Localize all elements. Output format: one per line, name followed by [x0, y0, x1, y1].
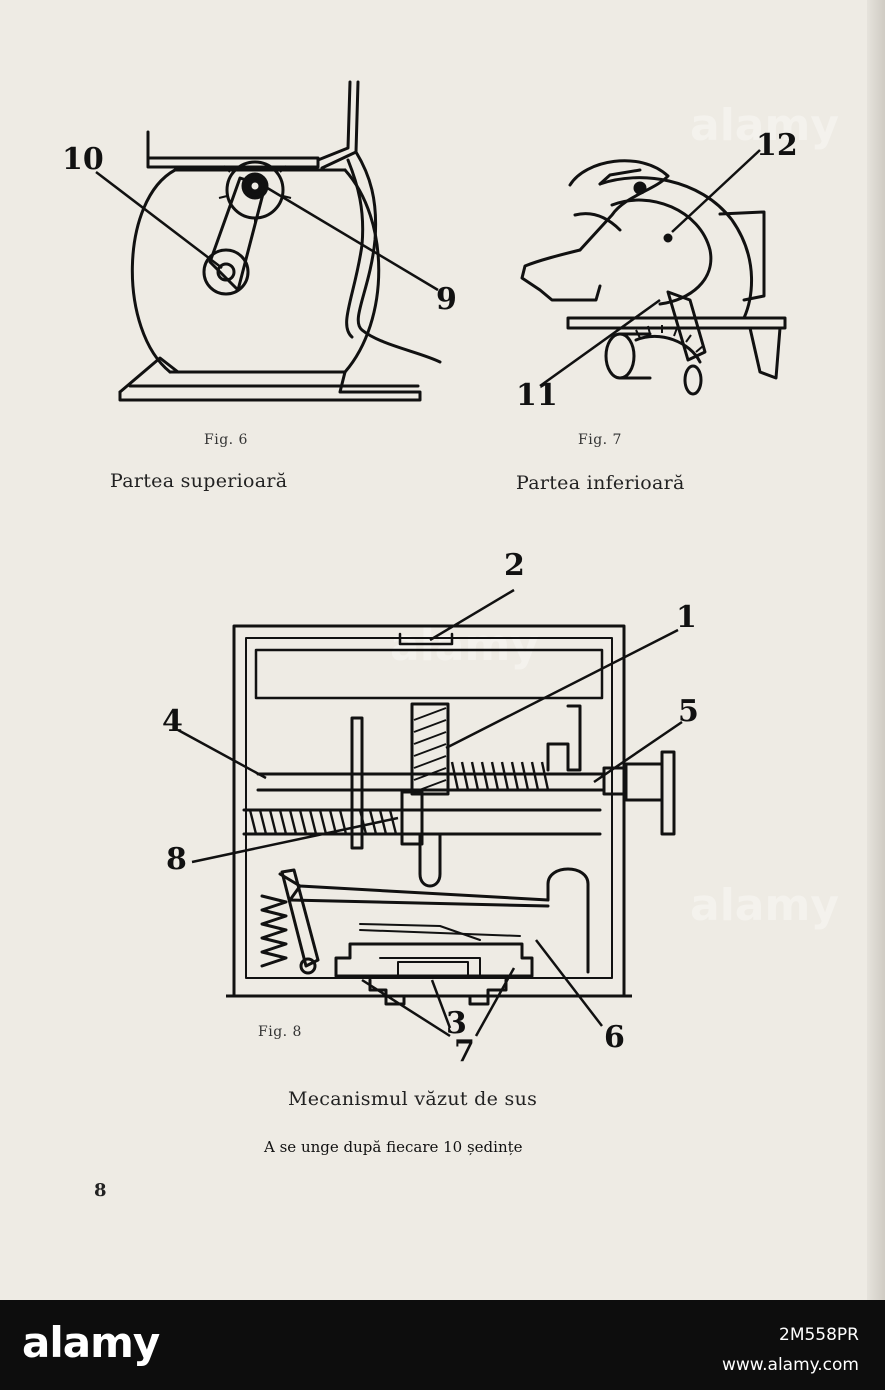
watermark-url: www.alamy.com	[721, 1355, 859, 1375]
callout-6: 6	[604, 1020, 625, 1055]
fig8-caption: Mecanismul văzut de sus	[288, 1088, 538, 1110]
watermark-info: 2M558PR www.alamy.com	[722, 1320, 859, 1380]
watermark-ghost: alamy	[390, 620, 539, 671]
fig8-label: Fig. 8	[258, 1024, 302, 1040]
callout-7: 7	[454, 1034, 475, 1069]
fig8-drawing	[177, 588, 683, 1038]
fig6-caption: Partea superioară	[110, 470, 288, 492]
callout-9: 9	[436, 282, 457, 317]
fig7-label: Fig. 7	[578, 432, 622, 448]
callout-3: 3	[446, 1006, 467, 1041]
fig6-label: Fig. 6	[204, 432, 248, 448]
callout-4: 4	[162, 704, 183, 739]
fig8-note: A se unge după fiecare 10 ședințe	[264, 1138, 523, 1156]
callout-1: 1	[676, 600, 697, 635]
alamy-logo: alamy	[22, 1318, 160, 1367]
watermark-ghost: alamy	[690, 100, 839, 151]
fig7-drawing	[520, 149, 787, 396]
watermark-bar	[0, 1300, 885, 1390]
fig7-caption: Partea inferioară	[516, 472, 685, 494]
callout-10: 10	[62, 142, 104, 177]
callout-12: 12	[756, 128, 798, 163]
fig6-drawing	[95, 80, 442, 402]
page-number: 8	[94, 1180, 107, 1201]
image-id: 2M558PR	[779, 1325, 859, 1345]
page-edge-shadow	[867, 0, 885, 1300]
scanned-page: alamy alamy alamy	[0, 0, 885, 1300]
callout-11: 11	[516, 378, 558, 413]
callout-8: 8	[166, 842, 187, 877]
callout-5: 5	[678, 694, 699, 729]
watermark-ghost: alamy	[690, 880, 839, 931]
callout-2: 2	[504, 548, 525, 583]
